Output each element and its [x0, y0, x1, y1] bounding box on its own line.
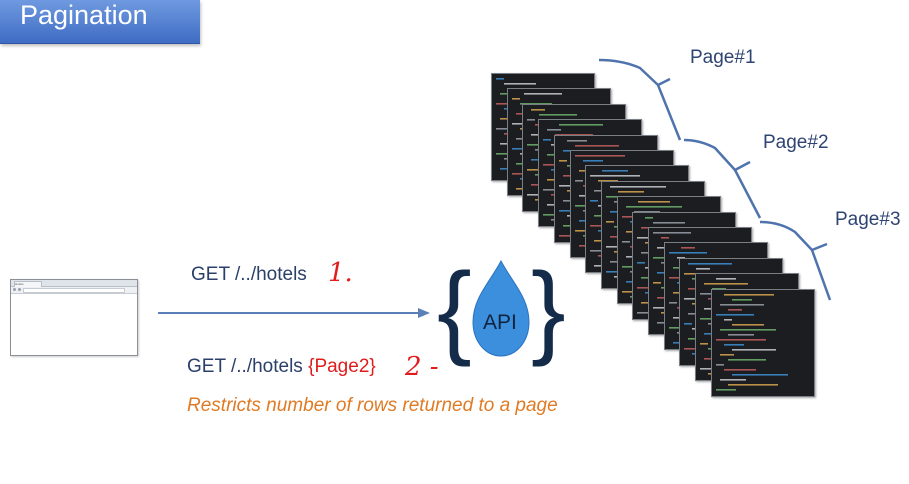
page-brackets	[598, 58, 832, 301]
request-1-text: GET /../hotels	[191, 264, 307, 285]
api-drop-icon	[472, 259, 530, 357]
api-logo: { }	[437, 252, 566, 368]
left-brace-icon: {	[437, 252, 472, 368]
back-icon	[13, 288, 16, 291]
handwritten-1: 1.	[328, 258, 353, 288]
handwritten-2: 2 -	[405, 352, 439, 382]
page-3-bracket	[759, 220, 832, 301]
page-title: Pagination	[20, 0, 148, 30]
browser-tab-bar: Hotels	[11, 280, 137, 287]
browser-tab: Hotels	[14, 281, 42, 287]
page-screenshot	[710, 288, 815, 397]
page-1-bracket	[598, 58, 682, 141]
title-banner: Pagination	[0, 0, 200, 44]
right-brace-icon: }	[531, 252, 566, 368]
page-label-1: Page#1	[690, 47, 756, 68]
request-1: GET /../hotels	[191, 264, 307, 286]
page-label-3: Page#3	[835, 209, 901, 230]
browser-url-field	[23, 288, 125, 293]
api-label: API	[483, 311, 517, 334]
browser-window: Hotels	[10, 279, 138, 356]
page-label-2: Page#2	[763, 132, 829, 153]
page-2-bracket	[683, 138, 762, 219]
forward-icon	[18, 288, 21, 291]
request-2: GET /../hotels {Page2}	[187, 356, 376, 378]
request-2-text: GET /../hotels	[187, 356, 303, 377]
pagination-note: Restricts number of rows returned to a p…	[187, 395, 558, 416]
request-2-param: {Page2}	[308, 356, 376, 377]
browser-address-bar	[11, 287, 137, 294]
